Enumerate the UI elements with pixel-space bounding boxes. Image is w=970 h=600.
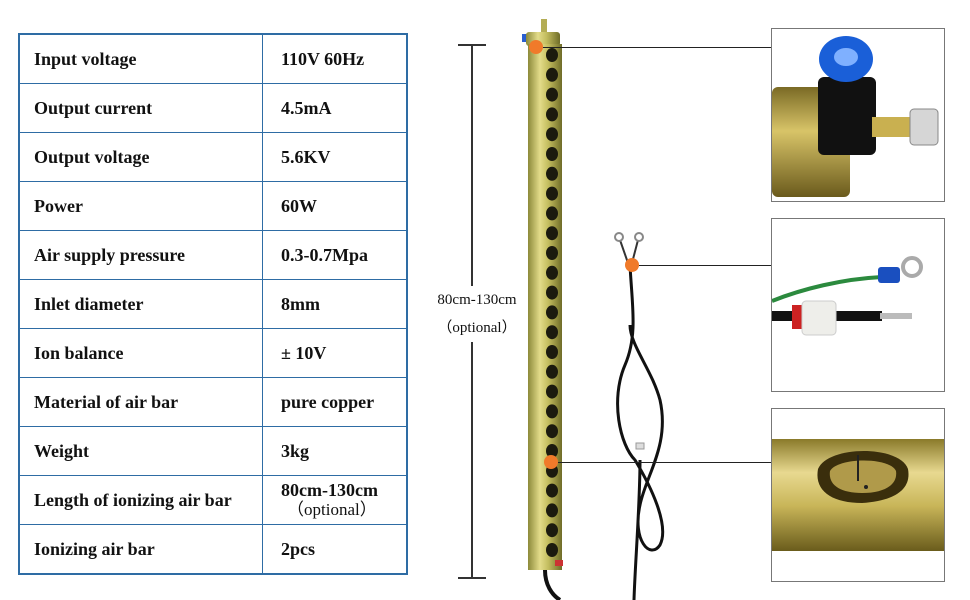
detail-air-hole [771, 408, 945, 582]
detail-cable-terminal [771, 218, 945, 392]
spec-label: Output current [18, 83, 263, 133]
marker-dot-hole [544, 455, 558, 469]
spec-value: 8mm [262, 279, 408, 329]
air-hole [546, 404, 558, 419]
spec-label: Air supply pressure [18, 230, 263, 280]
air-hole [546, 444, 558, 458]
air-hole [546, 107, 558, 122]
cable-tie [635, 442, 645, 450]
coiled-cable [616, 264, 665, 600]
air-hole [546, 483, 558, 498]
leader-line-hole [558, 462, 771, 463]
air-hole [546, 48, 558, 62]
air-hole [546, 424, 558, 439]
air-hole [546, 345, 558, 359]
bottom-connector [555, 560, 563, 566]
dimension-cap-top [458, 44, 486, 46]
spec-value: 5.6KV [262, 132, 408, 182]
air-hole [546, 543, 558, 557]
spec-label: Length of ionizing air bar [18, 475, 263, 525]
spec-label: Ionizing air bar [18, 524, 263, 575]
air-hole [546, 523, 558, 538]
marker-dot-top [529, 40, 543, 54]
air-holes [546, 48, 558, 557]
air-hole [546, 305, 558, 320]
air-hole [546, 147, 558, 161]
air-hole [546, 87, 558, 102]
spec-label: Weight [18, 426, 263, 476]
spec-value: 2pcs [262, 524, 408, 575]
air-hole [546, 127, 558, 142]
spec-label: Power [18, 181, 263, 231]
spec-value: 0.3-0.7Mpa [262, 230, 408, 280]
detail-air-inlet [771, 28, 945, 202]
power-cable-illustration [614, 232, 665, 600]
ring-terminal [634, 232, 644, 242]
air-hole-photo [772, 439, 944, 551]
spec-label: Inlet diameter [18, 279, 263, 329]
spec-value: 80cm-130cm（optional） [262, 475, 408, 525]
air-hole [546, 325, 558, 340]
spec-row: Ion balance± 10V [18, 328, 408, 378]
air-hole [546, 384, 558, 399]
dimension-note: （optional） [437, 320, 517, 336]
air-hole [546, 246, 558, 260]
air-hole [546, 226, 558, 241]
air-hole [546, 67, 558, 82]
ring-terminal [614, 232, 624, 242]
leader-line-top [543, 47, 771, 48]
leader-line-cable [639, 265, 771, 266]
air-hole [546, 503, 558, 518]
air-hole [546, 265, 558, 280]
dimension-length: 80cm-130cm [437, 292, 517, 308]
cable-terminal-photo [772, 256, 923, 336]
ionizing-air-bar-illustration [522, 19, 563, 600]
dimension-label: 80cm-130cm （optional） [422, 286, 532, 342]
air-hole [546, 186, 558, 201]
spec-value: 4.5mA [262, 83, 408, 133]
spec-label: Ion balance [18, 328, 263, 378]
spec-value: 110V 60Hz [262, 33, 408, 84]
dimension-cap-bottom [458, 577, 486, 579]
spec-value: 60W [262, 181, 408, 231]
air-hole [546, 364, 558, 379]
spec-value: 3kg [262, 426, 408, 476]
spec-value-main: 80cm-130cm [281, 480, 378, 500]
spec-label: Input voltage [18, 33, 263, 84]
air-hole [546, 166, 558, 181]
spec-value: ± 10V [262, 328, 408, 378]
air-hole [546, 285, 558, 300]
spec-label: Material of air bar [18, 377, 263, 427]
air-inlet-photo [772, 36, 939, 197]
spec-label: Output voltage [18, 132, 263, 182]
marker-dot-cable [625, 258, 639, 272]
air-hole [546, 206, 558, 221]
bar-cable [543, 569, 562, 600]
spec-value: pure copper [262, 377, 408, 427]
spec-value-note: （optional） [287, 500, 377, 519]
top-knob [541, 19, 547, 33]
